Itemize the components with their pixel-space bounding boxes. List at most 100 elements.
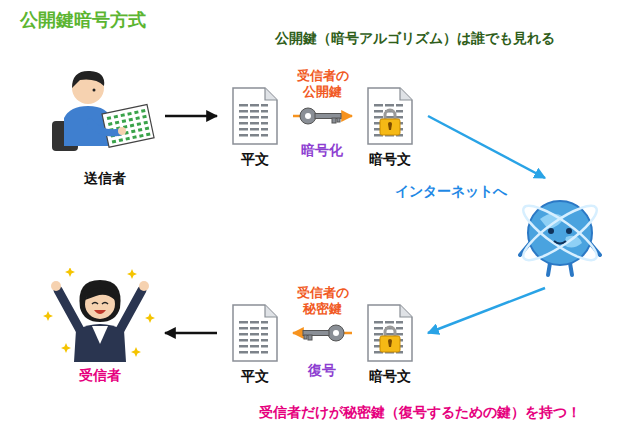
text-line: [239, 339, 248, 342]
paper-mark: [108, 122, 113, 126]
eye: [92, 303, 108, 305]
internet-globe: インターネットへ: [395, 183, 610, 283]
paper-mark: [134, 110, 139, 114]
fringe: [85, 288, 115, 300]
receiver-illustration: [40, 268, 160, 363]
paper-mark: [143, 121, 148, 125]
mouth: [94, 310, 106, 314]
node-label: 受信者: [40, 367, 160, 385]
node-label: 平文: [222, 151, 288, 169]
ciphertext-document: 暗号文: [357, 302, 423, 386]
node-label: 暗号文: [357, 368, 423, 386]
paper-mark: [112, 140, 117, 144]
text-line: [396, 327, 403, 330]
paper-mark: [135, 116, 140, 120]
note-text: 公開鍵（暗号アルゴリズム）は誰でも見れる: [275, 30, 555, 48]
page-fold: [400, 305, 412, 317]
text-line: [250, 321, 259, 324]
page-outline: [233, 305, 277, 361]
text-line: [250, 128, 259, 131]
page-outline: [368, 305, 412, 361]
text-line: [374, 110, 383, 113]
eye: [548, 228, 554, 234]
sparkle: [145, 313, 155, 323]
paper-mark: [139, 134, 144, 138]
text-line: [261, 128, 268, 131]
ciphertext-document: 暗号文: [357, 85, 423, 169]
text-line: [239, 122, 248, 125]
hair: [79, 280, 120, 322]
text-line: [396, 110, 403, 113]
arrow-connector: [428, 116, 545, 178]
plaintext-document: 平文: [222, 302, 288, 386]
paper-mark: [130, 124, 135, 128]
text-line: [250, 327, 259, 330]
text-line: [250, 122, 259, 125]
arrow-connector: [165, 332, 217, 335]
sparkle: [131, 347, 141, 357]
text-line: [239, 116, 248, 119]
node-label: インターネットへ: [395, 183, 610, 201]
padlock-body: [380, 336, 400, 352]
paper: [102, 104, 154, 147]
paper-mark: [107, 116, 112, 120]
globe: [528, 201, 592, 265]
text-line: [239, 128, 248, 131]
text-line: [261, 110, 268, 113]
text-line: [250, 116, 259, 119]
paper-mark: [114, 115, 119, 119]
text-line: [396, 104, 403, 107]
text-line: [374, 116, 383, 119]
text-line: [261, 351, 268, 354]
doc-illustration: [222, 302, 288, 364]
doc-illustration: [222, 85, 288, 147]
paper-mark: [129, 118, 134, 122]
plaintext-document: 平文: [222, 85, 288, 169]
page-outline: [233, 88, 277, 144]
text-line: [261, 122, 268, 125]
page-fold: [265, 88, 277, 100]
text-line: [250, 351, 259, 354]
paper-mark: [120, 113, 125, 117]
lock-illustration: [357, 302, 423, 364]
text-line: [261, 345, 268, 348]
operation-label: 暗号化: [301, 142, 343, 160]
paper-mark: [142, 115, 147, 119]
padlock-body: [380, 119, 400, 135]
text-line: [250, 345, 259, 348]
text-line: [261, 327, 268, 330]
text-line: [261, 321, 268, 324]
text-line: [239, 351, 248, 354]
receiver-figure: 受信者: [40, 268, 160, 385]
paper-mark: [127, 112, 132, 116]
note-text: 受信者だけが秘密鍵（復号するための鍵）を持つ！: [259, 404, 581, 422]
text-line: [239, 333, 248, 336]
paper-mark: [145, 127, 150, 131]
text-line: [250, 333, 259, 336]
node-label: 暗号文: [357, 151, 423, 169]
node-label: 平文: [222, 368, 288, 386]
paper-mark: [137, 122, 142, 126]
hand: [118, 127, 126, 135]
padlock-keyhole: [388, 122, 392, 130]
text-line: [250, 339, 259, 342]
text-line: [261, 116, 268, 119]
paper-mark: [131, 129, 136, 133]
text-line: [261, 134, 268, 137]
text-line: [385, 104, 394, 107]
paper-mark: [132, 135, 137, 139]
node-label: 送信者: [50, 170, 160, 188]
text-line: [396, 333, 403, 336]
sparkle: [65, 268, 75, 277]
text-line: [396, 116, 403, 119]
text-line: [250, 104, 259, 107]
page-outline: [368, 88, 412, 144]
text-line: [239, 345, 248, 348]
eye: [566, 228, 572, 234]
text-line: [261, 333, 268, 336]
text-line: [385, 321, 394, 324]
text-line: [239, 321, 248, 324]
text-line: [374, 327, 383, 330]
paper-mark: [138, 128, 143, 132]
